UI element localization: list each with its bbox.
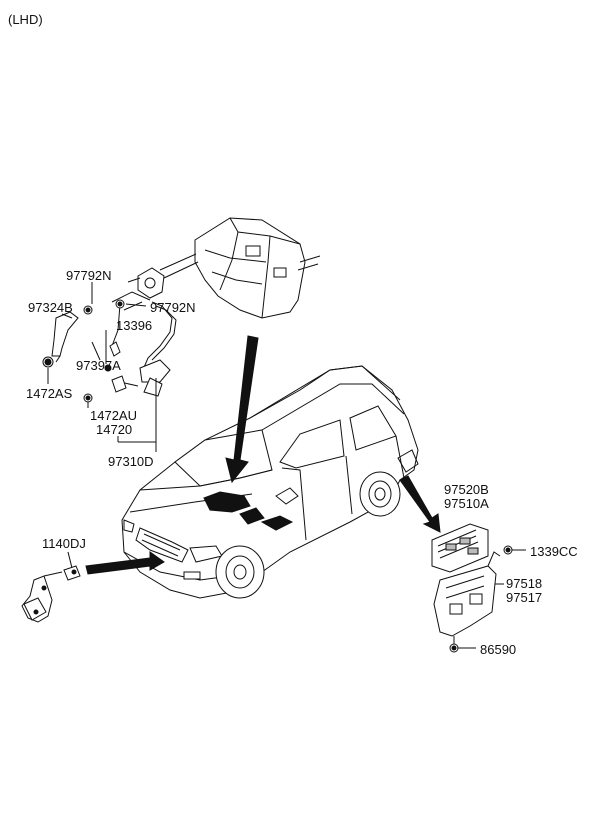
- control-panel-drawing: [431, 523, 513, 653]
- fastener-clip-13396: [104, 364, 112, 372]
- callout-1140dj: 1140DJ: [42, 536, 86, 551]
- callout-labels: 97792N 97324B 97792N 13396 97397A 1472AS…: [26, 268, 578, 657]
- variant-label: (LHD): [8, 12, 43, 27]
- callout-1472as: 1472AS: [26, 386, 73, 401]
- sensor-bracket-drawing: [21, 565, 81, 623]
- actuator-drawing: [127, 267, 165, 299]
- callout-13396: 13396: [116, 318, 152, 333]
- wiring-harness-drawing: [109, 291, 177, 397]
- pointer-arrows: [85, 335, 441, 575]
- callout-97520b: 97520B: [444, 482, 489, 497]
- leader-lines: [47, 282, 526, 649]
- callout-1339cc: 1339CC: [530, 544, 578, 559]
- callout-97518: 97518: [506, 576, 542, 591]
- callout-97510a: 97510A: [444, 496, 489, 511]
- callout-97517: 97517: [506, 590, 542, 605]
- callout-86590: 86590: [480, 642, 516, 657]
- fastener-nut-1472au: [83, 393, 93, 403]
- callout-1472au: 1472AU: [90, 408, 137, 423]
- hvac-unit-drawing: [159, 217, 321, 319]
- callout-97310d: 97310D: [108, 454, 154, 469]
- callout-97324b: 97324B: [28, 300, 73, 315]
- vehicle-drawing: [121, 365, 419, 599]
- fastener-nut-b: [115, 299, 125, 309]
- callout-97792n-a: 97792N: [66, 268, 112, 283]
- fastener-nut-a: [83, 305, 93, 315]
- callout-14720: 14720: [96, 422, 132, 437]
- callout-97397a: 97397A: [76, 358, 121, 373]
- sensor-harness-drawing: [42, 311, 79, 368]
- callout-97792n-b: 97792N: [150, 300, 196, 315]
